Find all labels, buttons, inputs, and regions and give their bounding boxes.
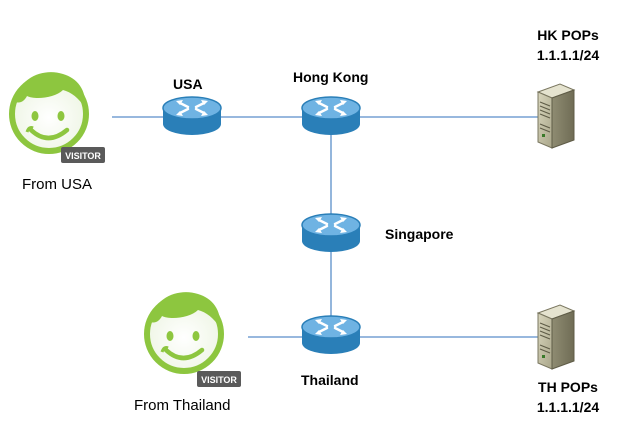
network-links [112, 116, 540, 338]
router-icon [161, 95, 223, 137]
visitor-badge: VISITOR [61, 147, 105, 163]
router-label-thailand: Thailand [301, 372, 359, 388]
server-address-hk: 1.1.1.1/24 [536, 47, 600, 63]
router-label-usa: USA [173, 76, 203, 92]
server-name-hk: HK POPs [537, 27, 599, 43]
router-icon [300, 314, 362, 356]
server-tower-icon [537, 83, 575, 149]
router-label-hong-kong: Hong Kong [293, 69, 369, 85]
router-label-singapore: Singapore [385, 226, 454, 242]
visitor-face-icon [12, 72, 86, 151]
router-icon [300, 95, 362, 137]
server-tower-icon [537, 304, 575, 370]
visitor-caption-thailand: From Thailand [134, 397, 231, 414]
server-address-th: 1.1.1.1/24 [536, 399, 600, 415]
router-icon [300, 212, 362, 254]
visitor-face-icon [147, 292, 221, 371]
server-name-th: TH POPs [538, 379, 598, 395]
svg-text:VISITOR: VISITOR [201, 375, 237, 385]
svg-text:VISITOR: VISITOR [65, 151, 101, 161]
visitor-caption-usa: From USA [22, 176, 93, 193]
visitor-badge: VISITOR [197, 371, 241, 387]
